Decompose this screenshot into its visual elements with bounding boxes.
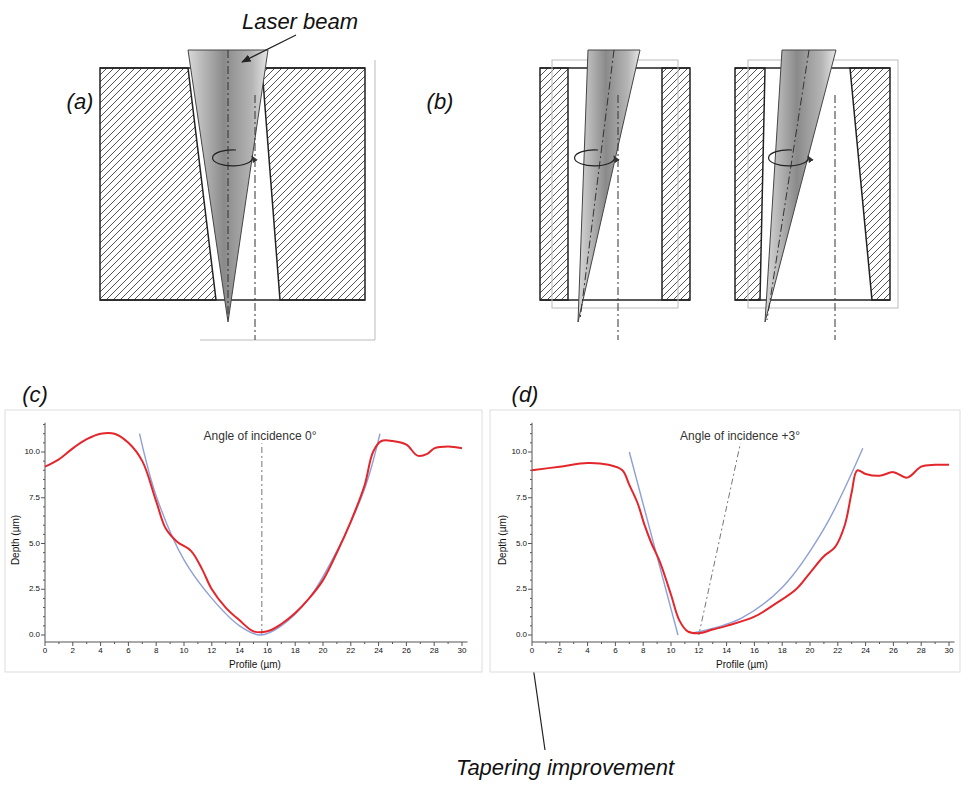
tick-label: 4 [98, 647, 102, 656]
laser-beam-a [188, 50, 268, 340]
plot-axes [41, 423, 468, 646]
tick-label: 12 [207, 647, 216, 656]
tick-label: 10 [667, 647, 676, 656]
tick-label: 2 [558, 647, 562, 656]
tick-label: 24 [861, 647, 870, 656]
tick-label: 0.0 [516, 631, 527, 640]
plot-layer [41, 423, 955, 646]
profile-curve [45, 433, 462, 632]
tick-label: 22 [346, 647, 355, 656]
panel-label: (c) [22, 383, 48, 407]
tick-label: 16 [263, 647, 272, 656]
tick-label: 6 [613, 647, 617, 656]
tick-label: 24 [374, 647, 383, 656]
tick-label: 0 [43, 647, 47, 656]
profile-curve [532, 463, 949, 633]
tick-label: 26 [889, 647, 898, 656]
axis-title: Profile (µm) [716, 659, 768, 670]
tick-label: 10 [180, 647, 189, 656]
tick-label: 5.0 [516, 539, 527, 548]
tick-label: 16 [750, 647, 759, 656]
plot-frame [490, 410, 960, 672]
tick-label: 28 [430, 647, 439, 656]
tick-label: 12 [694, 647, 703, 656]
tick-label: 30 [458, 647, 467, 656]
axis-of-incidence [699, 443, 741, 635]
tick-label: 8 [641, 647, 645, 656]
fit-line [140, 434, 380, 635]
axis-title: Depth (µm) [10, 515, 21, 565]
tick-label: 2.5 [516, 585, 527, 594]
panel-label: (d) [512, 383, 539, 407]
tick-label: 14 [722, 647, 731, 656]
tick-label: 0 [530, 647, 534, 656]
callout-label: Laser beam [242, 10, 358, 34]
tick-label: 20 [806, 647, 815, 656]
tick-label: 14 [235, 647, 244, 656]
axis-title: Depth (µm) [497, 515, 508, 565]
tick-label: 5.0 [29, 539, 40, 548]
tick-label: 2.5 [29, 585, 40, 594]
tick-label: 18 [778, 647, 787, 656]
fit-line [629, 452, 678, 635]
plot-frame [5, 410, 482, 672]
tick-label: 7.5 [29, 493, 40, 502]
tick-label: 26 [402, 647, 411, 656]
laser-beam-b1 [575, 50, 640, 340]
tick-label: 18 [291, 647, 300, 656]
callout-label: Tapering improvement [456, 756, 674, 780]
plot-axes [528, 423, 955, 646]
plot-title: Angle of incidence +3° [678, 430, 802, 443]
axis-of-incidence [261, 437, 262, 635]
tick-label: 20 [319, 647, 328, 656]
tick-label: 6 [126, 647, 130, 656]
leader-arrow [242, 35, 296, 62]
panel-label: (a) [67, 90, 94, 114]
tick-label: 10.0 [24, 448, 40, 457]
tick-label: 28 [917, 647, 926, 656]
fit-line [692, 448, 863, 633]
tick-label: 0.0 [29, 631, 40, 640]
tick-label: 22 [833, 647, 842, 656]
tick-label: 10.0 [511, 448, 527, 457]
tick-label: 7.5 [516, 493, 527, 502]
laser-beam-b2 [765, 50, 836, 340]
tick-label: 8 [154, 647, 158, 656]
tick-label: 4 [585, 647, 589, 656]
panel-label: (b) [427, 90, 454, 114]
tick-label: 2 [71, 647, 75, 656]
plot-title: Angle of incidence 0° [202, 430, 319, 443]
tick-label: 30 [945, 647, 954, 656]
axis-title: Profile (µm) [229, 659, 281, 670]
